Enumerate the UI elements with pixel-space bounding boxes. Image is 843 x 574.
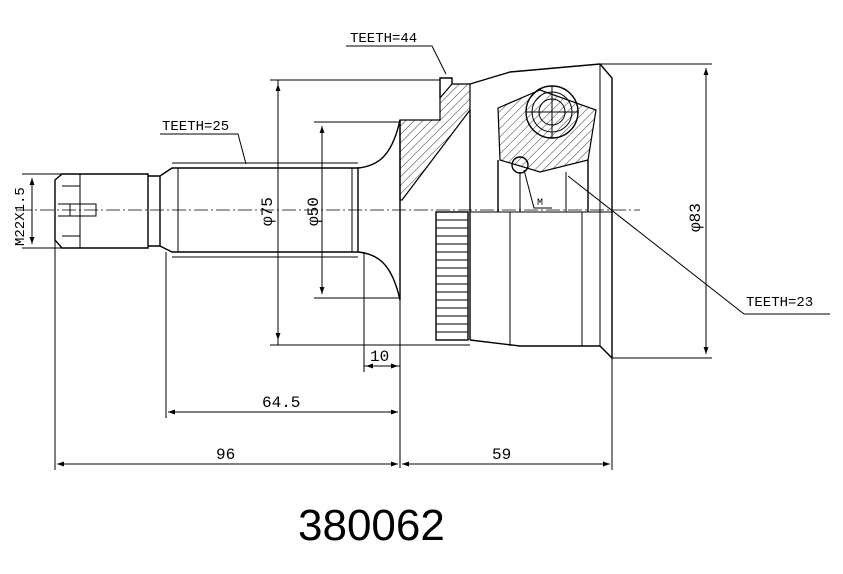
- teeth-25-label: TEETH=25: [162, 119, 229, 135]
- splined-shaft: [159, 119, 401, 301]
- teeth-44-label: TEETH=44: [350, 31, 417, 47]
- thread-label: M22X1.5: [13, 187, 29, 246]
- dim-10: [363, 252, 401, 468]
- dim-dia-83: [600, 63, 712, 359]
- dim-dia-50: [314, 121, 400, 299]
- ball-bearing: [511, 85, 579, 174]
- abs-tone-ring: [435, 211, 469, 341]
- leader-m: [523, 169, 552, 209]
- dim-10-label: 10: [370, 348, 389, 366]
- leader-teeth-23: [567, 175, 830, 315]
- inner-race: [497, 89, 597, 212]
- dim-64-5: [165, 252, 398, 418]
- threaded-end: [54, 173, 161, 249]
- dim-96-label: 96: [216, 446, 235, 464]
- dim-59: [402, 358, 613, 470]
- dia-75-label: φ75: [259, 197, 277, 226]
- leader-teeth-25: [160, 133, 247, 165]
- dim-96: [54, 240, 398, 470]
- dim-59-label: 59: [492, 446, 511, 464]
- dia-83-label: φ83: [687, 203, 705, 232]
- dim-64-5-label: 64.5: [262, 394, 300, 412]
- dia-50-label: φ50: [305, 197, 323, 226]
- part-number: 380062: [298, 501, 445, 550]
- outer-bell-housing: [399, 63, 613, 360]
- leader-teeth-44: [346, 45, 447, 75]
- teeth-23-label: TEETH=23: [746, 295, 813, 311]
- m-label: M: [537, 198, 543, 209]
- dim-dia-75: [270, 79, 470, 346]
